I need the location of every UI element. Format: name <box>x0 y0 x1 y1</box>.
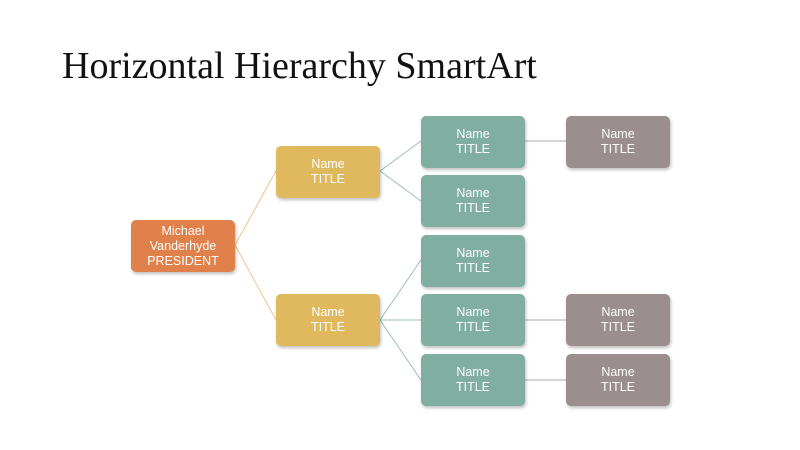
node-name: Name <box>601 365 635 379</box>
node-title: TITLE <box>310 172 346 186</box>
level3-node[interactable]: Name TITLE <box>421 354 525 406</box>
node-name: Vanderhyde <box>149 238 217 253</box>
node-name: Name <box>311 305 345 319</box>
level4-node[interactable]: Name TITLE <box>566 116 670 168</box>
node-name: Michael <box>161 223 205 238</box>
level3-node[interactable]: Name TITLE <box>421 235 525 287</box>
level2-node[interactable]: Name TITLE <box>276 146 380 198</box>
node-name: Name <box>456 365 490 379</box>
node-title: TITLE <box>600 380 636 394</box>
node-title: TITLE <box>455 380 491 394</box>
connector <box>379 140 422 172</box>
node-title: TITLE <box>455 142 491 156</box>
node-title: TITLE <box>600 142 636 156</box>
connector <box>234 170 277 246</box>
level4-node[interactable]: Name TITLE <box>566 294 670 346</box>
level3-node[interactable]: Name TITLE <box>421 175 525 227</box>
node-title: TITLE <box>455 320 491 334</box>
node-name: Name <box>456 186 490 200</box>
level3-node[interactable]: Name TITLE <box>421 116 525 168</box>
node-title: PRESIDENT <box>147 253 219 268</box>
president-node[interactable]: Michael Vanderhyde PRESIDENT <box>131 220 235 272</box>
level3-node[interactable]: Name TITLE <box>421 294 525 346</box>
node-name: Name <box>601 127 635 141</box>
node-title: TITLE <box>455 261 491 275</box>
node-title: TITLE <box>310 320 346 334</box>
node-title: TITLE <box>600 320 636 334</box>
node-name: Name <box>601 305 635 319</box>
node-title: TITLE <box>455 201 491 215</box>
connector <box>379 170 422 202</box>
connector <box>234 244 277 321</box>
level4-node[interactable]: Name TITLE <box>566 354 670 406</box>
node-name: Name <box>456 246 490 260</box>
level2-node[interactable]: Name TITLE <box>276 294 380 346</box>
connector <box>379 319 422 381</box>
node-name: Name <box>456 305 490 319</box>
slide-title: Horizontal Hierarchy SmartArt <box>62 45 537 87</box>
node-name: Name <box>311 157 345 171</box>
node-name: Name <box>456 127 490 141</box>
connector <box>379 259 422 321</box>
